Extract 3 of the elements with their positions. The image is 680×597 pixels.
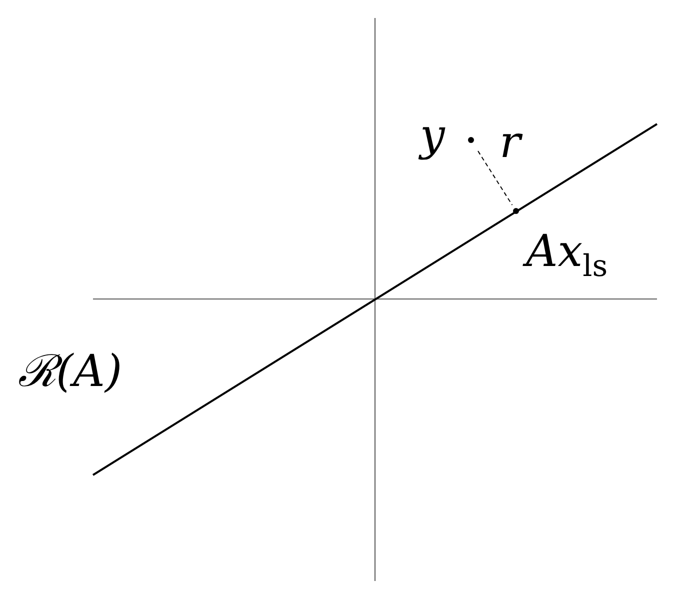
residual-line xyxy=(478,150,513,206)
subspace-label: ℛ(A) xyxy=(18,350,122,394)
point-label: y xyxy=(420,114,445,158)
